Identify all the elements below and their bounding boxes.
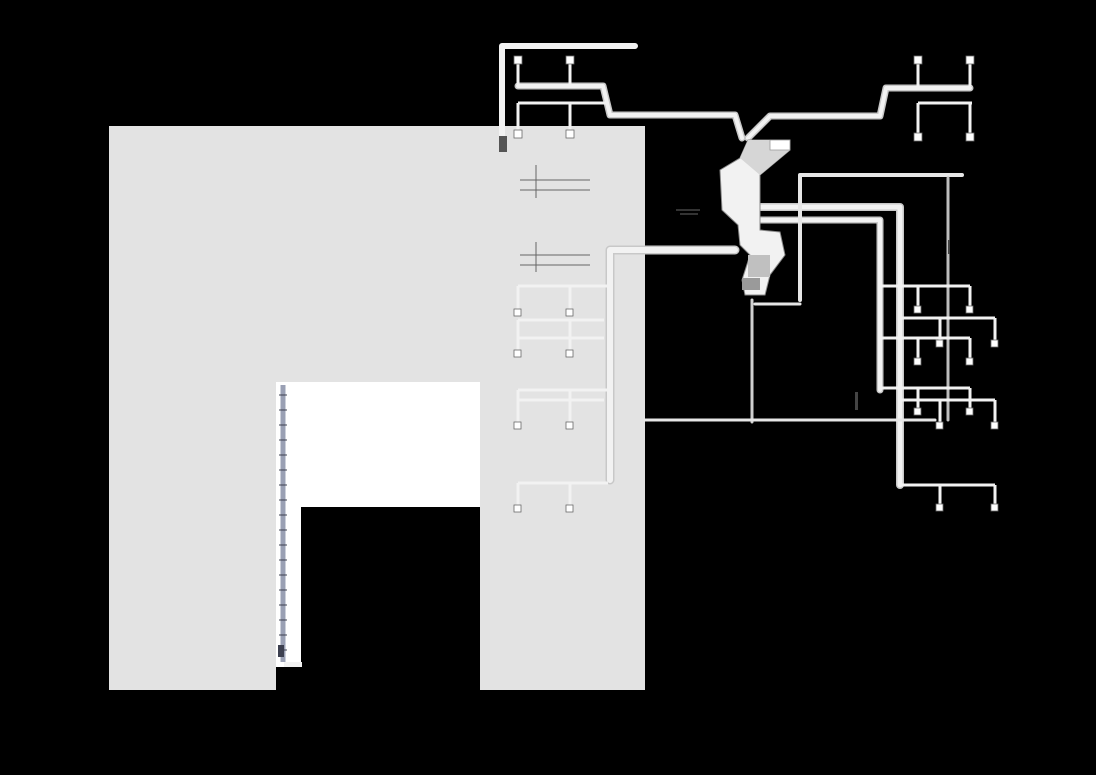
diffuser-group-right[interactable] bbox=[913, 55, 999, 512]
main-trunk-ducts[interactable] bbox=[499, 43, 974, 489]
diffuser-group-left[interactable] bbox=[513, 55, 575, 513]
room-opening bbox=[276, 382, 480, 690]
duct-fitting-symbols bbox=[520, 165, 700, 272]
air-handling-unit[interactable] bbox=[719, 139, 791, 296]
pipe-markers bbox=[855, 240, 950, 410]
left-branch-ducts[interactable] bbox=[516, 60, 608, 505]
floor-slab bbox=[109, 126, 645, 690]
